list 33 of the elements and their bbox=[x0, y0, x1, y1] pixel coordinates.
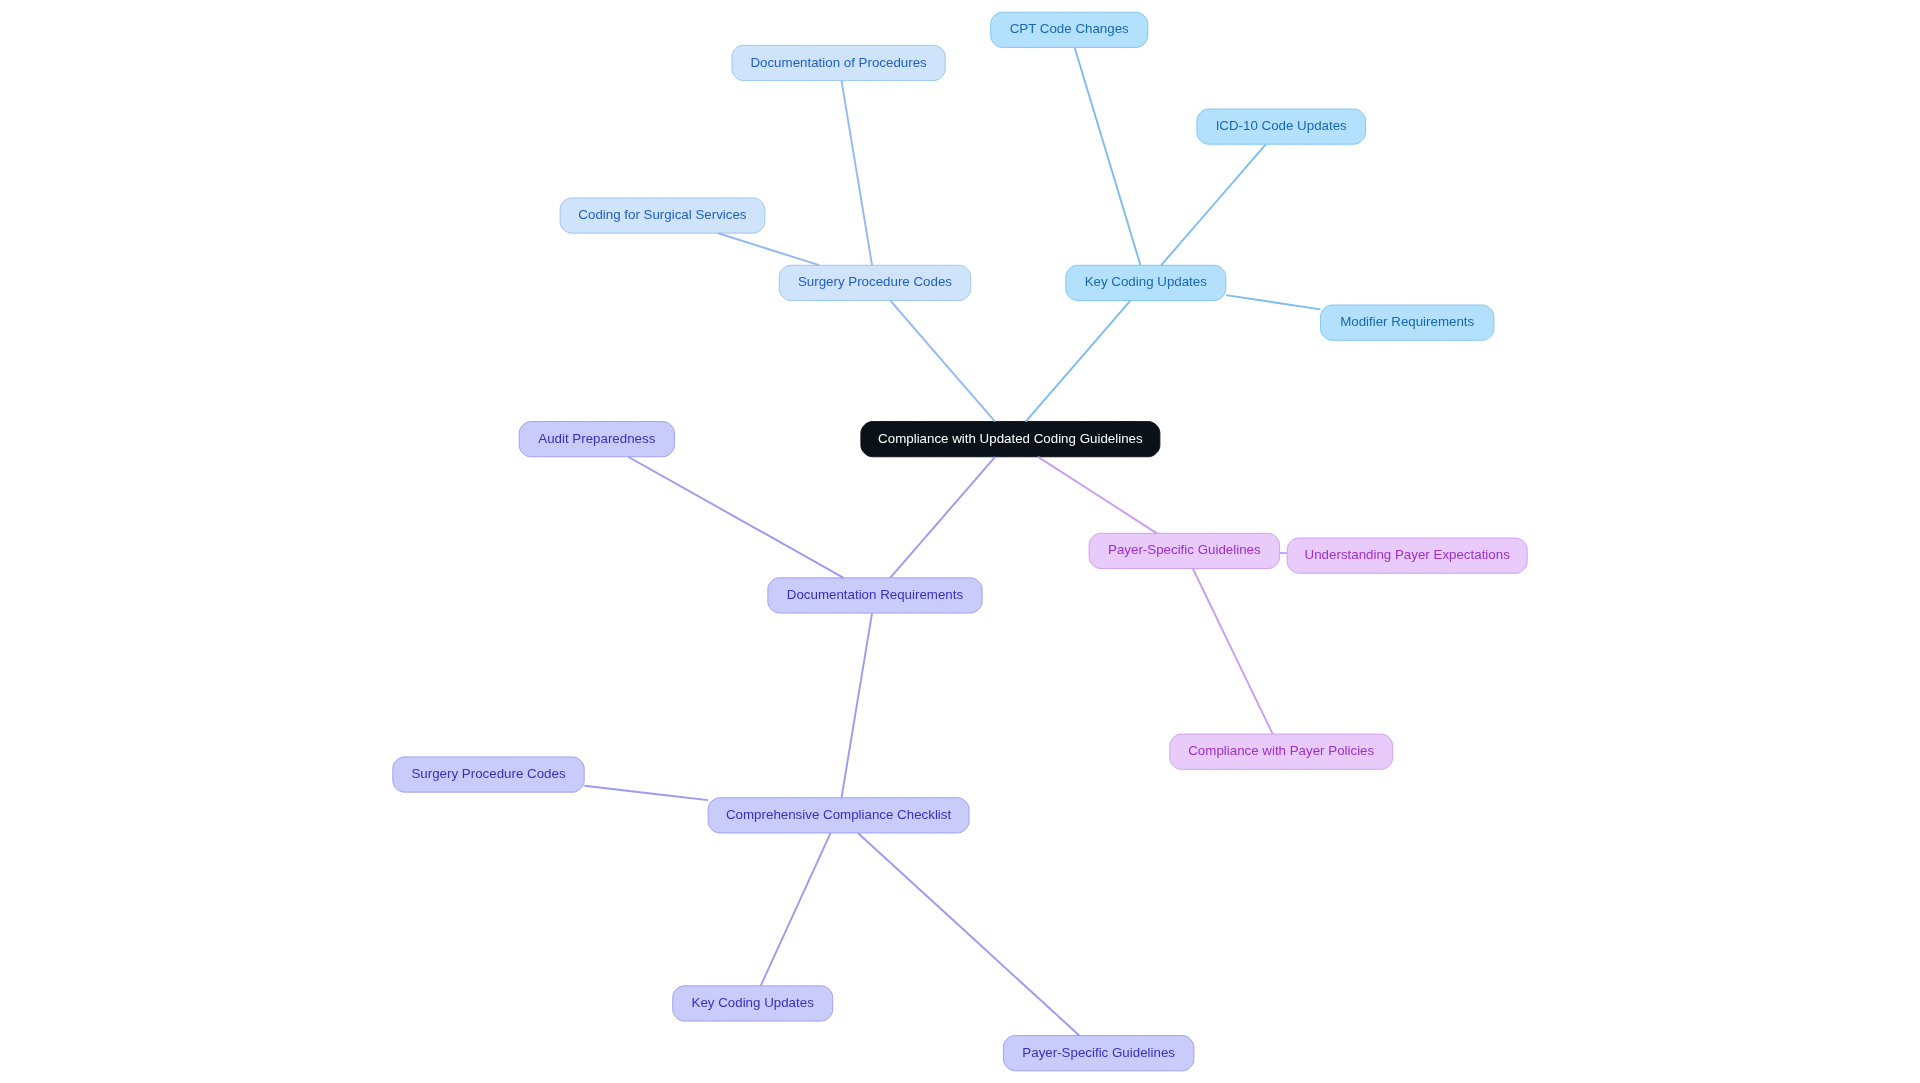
node-box: Surgery Procedure Codes bbox=[392, 756, 585, 793]
node-box: Payer-Specific Guidelines bbox=[1002, 1035, 1195, 1072]
node-box: Surgery Procedure Codes bbox=[778, 264, 972, 301]
connector bbox=[1073, 46, 1142, 267]
connector bbox=[857, 832, 1081, 1037]
connector bbox=[1278, 552, 1288, 555]
connector bbox=[627, 456, 845, 579]
connector bbox=[889, 299, 997, 423]
node-box: Payer-Specific Guidelines bbox=[1088, 532, 1281, 570]
node-box: Compliance with Updated Coding Guidelines bbox=[860, 421, 1161, 458]
node-box: ICD-10 Code Updates bbox=[1196, 108, 1366, 145]
node-box: Coding for Surgical Services bbox=[559, 197, 766, 234]
connector bbox=[717, 232, 821, 267]
connector bbox=[840, 612, 873, 799]
node-box: Understanding Payer Expectations bbox=[1286, 537, 1528, 574]
connector bbox=[1160, 143, 1267, 267]
connector bbox=[759, 832, 832, 987]
connector bbox=[583, 784, 709, 802]
node-box: Key Coding Updates bbox=[1065, 264, 1227, 301]
node-box: Documentation Requirements bbox=[767, 577, 983, 614]
node-box: Audit Preparedness bbox=[518, 421, 675, 458]
connector bbox=[889, 455, 997, 579]
connector bbox=[1037, 455, 1158, 535]
connector bbox=[840, 79, 873, 267]
node-box: Modifier Requirements bbox=[1320, 304, 1495, 341]
node-box: Key Coding Updates bbox=[672, 985, 834, 1022]
node-box: Documentation of Procedures bbox=[731, 44, 946, 82]
node-box: Comprehensive Compliance Checklist bbox=[707, 797, 970, 834]
node-box: CPT Code Changes bbox=[990, 11, 1149, 48]
connector bbox=[1192, 567, 1274, 735]
connector bbox=[1024, 299, 1132, 423]
node-box: Compliance with Payer Policies bbox=[1169, 733, 1394, 770]
connector bbox=[1225, 294, 1322, 311]
